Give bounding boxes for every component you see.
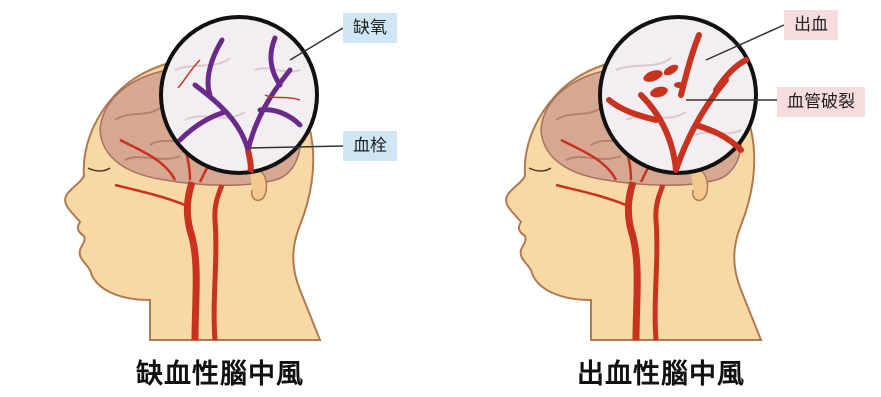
hemorrhagic-stroke-illustration bbox=[441, 0, 881, 397]
magnifier-circle bbox=[161, 17, 317, 173]
hypoxia-label: 缺氧 bbox=[343, 13, 397, 43]
ischemic-stroke-illustration bbox=[0, 0, 440, 397]
hemorrhagic-stroke-panel: 出血 血管破裂 出血性腦中風 bbox=[441, 0, 881, 397]
bleeding-label: 出血 bbox=[784, 10, 838, 40]
feeding-artery bbox=[248, 150, 251, 172]
vessel-rupture-label: 血管破裂 bbox=[777, 87, 865, 117]
blood-drop bbox=[674, 82, 684, 88]
ischemic-stroke-caption: 缺血性腦中風 bbox=[0, 352, 440, 391]
hemorrhagic-stroke-caption: 出血性腦中風 bbox=[441, 352, 881, 391]
ischemic-stroke-panel: 缺氧 血栓 缺血性腦中風 bbox=[0, 0, 440, 397]
thrombus-label: 血栓 bbox=[343, 131, 397, 161]
